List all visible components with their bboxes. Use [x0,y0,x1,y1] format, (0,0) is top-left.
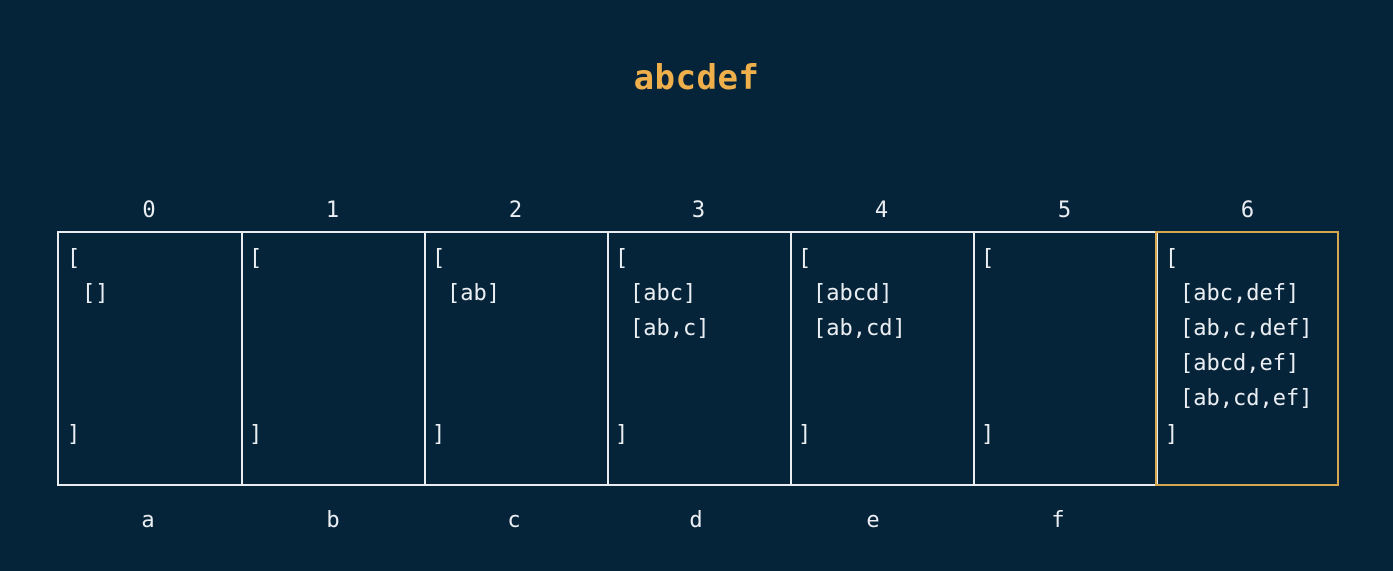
partition-entry: [abcd] [813,281,893,306]
partition-list: [ab] [447,276,500,311]
index-label: 0 [142,198,156,223]
character-label: a [141,508,155,533]
character-label: d [689,508,703,533]
close-bracket: ] [798,422,812,447]
character-label: e [866,508,880,533]
open-bracket: [ [432,246,446,271]
dp-array: [[]][][[ab]][[abc][ab,c]][[abcd][ab,cd]]… [57,231,1339,486]
diagram-title: abcdef [633,58,760,98]
letter-row: a b c d e f [57,508,1339,538]
dp-cell: [] [973,231,1158,486]
partition-list: [abcd] [ab,cd] [813,276,906,346]
close-bracket: ] [249,422,263,447]
character-label: c [507,508,521,533]
close-bracket: ] [981,422,995,447]
partition-entry: [abcd,ef] [1180,351,1300,376]
close-bracket: ] [67,422,81,447]
character-label: f [1051,508,1065,533]
close-bracket: ] [615,422,629,447]
index-label: 6 [1240,198,1255,223]
index-label: 3 [691,198,706,223]
dp-cell: [[abc] [ab,c]] [607,231,792,486]
open-bracket: [ [615,246,629,271]
dp-cell: [] [241,231,426,486]
close-bracket: ] [432,422,446,447]
partition-list: [abc,def] [ab,c,def] [abcd,ef] [ab,cd,ef] [1180,276,1312,416]
open-bracket: [ [1165,246,1179,271]
partition-entry: [ab,c,def] [1180,316,1313,341]
partition-entry: [abc,def] [1180,281,1300,306]
dp-cell: [[abcd] [ab,cd]] [790,231,975,486]
character-label: b [326,508,340,533]
partition-list: [abc] [ab,c] [630,276,709,346]
index-label: 4 [874,198,889,223]
partition-entry: [ab,cd,ef] [1180,386,1313,411]
partition-entry: [abc] [630,281,697,306]
partition-entry: [ab,c] [630,316,710,341]
dp-cell-result: [[abc,def] [ab,c,def] [abcd,ef] [ab,cd,ef]] [1155,231,1339,486]
partition-entry: [ab] [447,281,500,306]
open-bracket: [ [981,246,995,271]
dp-cell: [[ab]] [424,231,609,486]
index-label: 5 [1057,198,1072,223]
dp-cell: [[]] [57,231,243,486]
index-row: 0 1 2 3 4 5 6 [57,198,1339,228]
index-label: 2 [508,198,523,223]
partition-entry: [ab,cd] [813,316,906,341]
close-bracket: ] [1165,422,1179,447]
open-bracket: [ [67,246,81,271]
open-bracket: [ [249,246,263,271]
open-bracket: [ [798,246,812,271]
index-label: 1 [325,198,340,223]
partition-entry: [] [82,281,109,306]
partition-list: [] [82,276,109,311]
